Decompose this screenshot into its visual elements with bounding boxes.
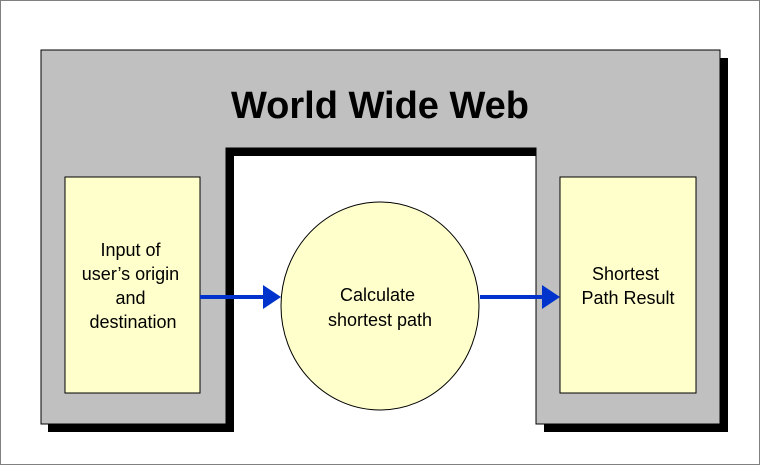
input-label-line: Input of (100, 240, 161, 260)
web-frame (40, 49, 721, 425)
result-box (559, 176, 697, 394)
process-label-line: shortest path (328, 310, 432, 330)
input-label-line: user’s origin (82, 264, 179, 284)
input-box (64, 176, 201, 394)
process-circle-label: Calculate shortest path (328, 285, 432, 330)
process-label-line: Calculate (340, 285, 415, 305)
input-box-label: Input of user’s origin and destination (82, 240, 184, 332)
result-box-label: Shortest Path Result (581, 264, 674, 308)
input-label-line: and (115, 288, 145, 308)
process-circle (280, 201, 480, 411)
arrow-input-to-process (200, 285, 281, 309)
arrow-head (542, 285, 560, 309)
arrow-head (263, 285, 281, 309)
diagram-title: World Wide Web (231, 85, 529, 127)
result-label-line: Path Result (581, 288, 674, 308)
input-label-line: destination (89, 312, 176, 332)
arrow-process-to-result (480, 285, 560, 309)
result-label-line: Shortest (592, 264, 659, 284)
